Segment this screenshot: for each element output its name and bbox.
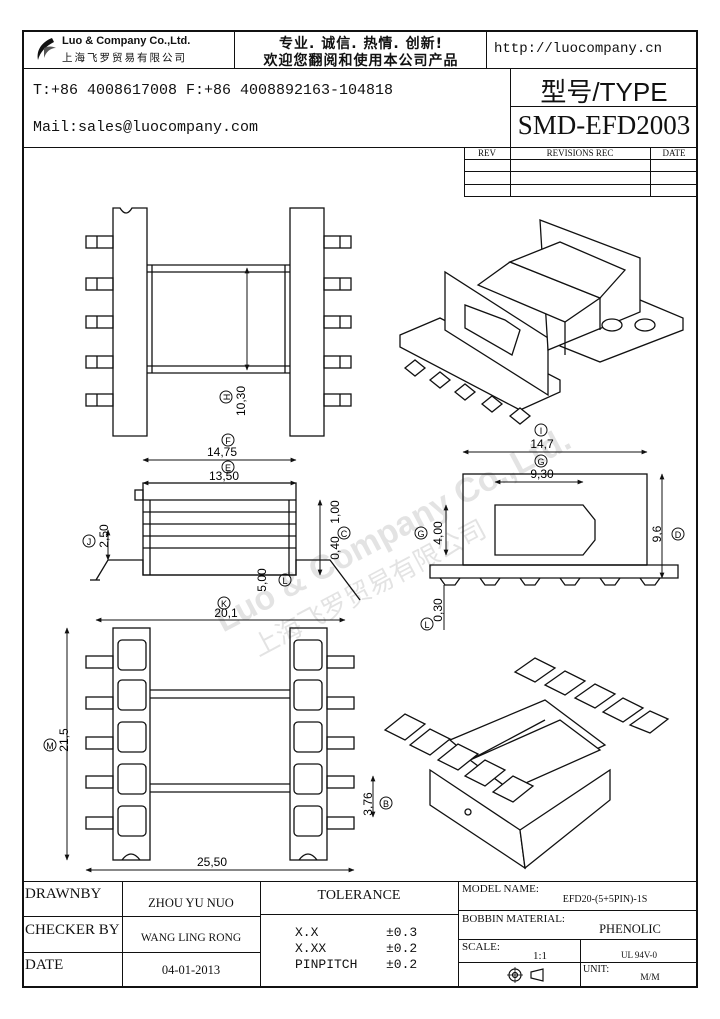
checker-label: CHECKER BY [25, 922, 120, 938]
callout-ll-circle [420, 617, 434, 631]
callout-b: B [383, 799, 389, 809]
company-name: Luo & Company Co.,Ltd. [62, 35, 191, 47]
dim-l: 5,00 [255, 568, 269, 592]
projection-symbol-icon [503, 965, 553, 985]
date-value: 04-01-2013 [161, 963, 221, 977]
tol-key-3: PINPITCH [295, 957, 358, 972]
dim-k: 20,1 [214, 606, 238, 620]
bobbin-material-label: BOBBIN MATERIAL: [462, 913, 565, 925]
scale-value: 1:1 [532, 950, 548, 962]
ul-rating: UL 94V-0 [620, 950, 658, 960]
date-label: DATE [25, 957, 64, 973]
dim-ll: 0,30 [431, 598, 445, 622]
callout-c: C [341, 529, 348, 539]
email-address[interactable]: Mail:sales@luocompany.com [33, 119, 259, 136]
rev-header: REV [478, 148, 496, 158]
technical-drawing: Luo & Company Co.,Ltd. 上海飞罗贸易有限公司 H 10,3… [43, 207, 685, 873]
dim-i: 14,7 [530, 437, 554, 451]
callout-c-circle [337, 526, 351, 540]
tol-val-2: ±0.2 [386, 941, 418, 956]
company-name-cn: 上海飞罗贸易有限公司 [62, 52, 187, 64]
slogan-line-1: 专业. 诚信. 热情. 创新! [279, 36, 443, 52]
callout-h-circle [219, 390, 233, 404]
callout-d: D [675, 530, 682, 540]
dim-c2: 1,00 [328, 500, 342, 524]
top-view [85, 207, 352, 437]
company-logo: Luo & Company Co.,Ltd. 上海飞罗贸易有限公司 [30, 34, 230, 64]
left-pins [85, 235, 114, 407]
tol-key-2: X.XX [295, 941, 327, 956]
callout-f-circle [221, 433, 235, 447]
callout-j: J [87, 537, 92, 547]
side-view [429, 473, 679, 586]
dim-c: 0,40 [328, 536, 342, 560]
type-label: 型号/TYPE [540, 77, 668, 107]
dim-f: 14,75 [207, 445, 237, 459]
iso-view-bottom [383, 657, 670, 870]
iso-pads-bottom-left [383, 713, 535, 803]
slogan-line-2: 欢迎您翻阅和使用本公司产品 [263, 53, 459, 69]
logo-swoosh-icon [37, 38, 56, 60]
callout-d-circle [671, 527, 685, 541]
callout-g: G [537, 457, 544, 467]
callout-e: E [225, 463, 231, 473]
date-header: DATE [662, 148, 686, 158]
bottom-view [85, 627, 355, 861]
bobbin-material-value: PHENOLIC [599, 922, 661, 936]
callout-ll: L [424, 620, 429, 630]
iso-pads-top-right [513, 657, 670, 734]
callout-l: L [282, 576, 287, 586]
model-code: SMD-EFD2003 [517, 110, 691, 140]
bottom-left-pads [117, 639, 147, 837]
unit-value: M/M [640, 973, 660, 983]
unit-label: UNIT: [583, 964, 610, 975]
revisions-header: REVISIONS REC [546, 148, 614, 158]
dim-m: 21,5 [57, 728, 71, 752]
dim-g: 9,30 [530, 467, 554, 481]
callout-h: H [222, 394, 232, 401]
iso-view-top [399, 219, 684, 425]
tol-val-3: ±0.2 [386, 957, 418, 972]
dim-d: 9,6 [650, 525, 664, 542]
callout-e-circle [221, 460, 235, 474]
dim-h: 10,30 [234, 386, 248, 416]
iso-pins-top [403, 359, 532, 425]
dim-gh: 4,00 [431, 521, 445, 545]
bottom-right-pins [326, 655, 355, 830]
drawn-by-label: DRAWNBY [25, 886, 102, 902]
callout-g2-circle [414, 526, 428, 540]
callout-g-circle [534, 454, 548, 468]
drawn-by-value: ZHOU YU NUO [148, 896, 234, 910]
callout-f: F [225, 436, 231, 446]
bottom-left-pins [85, 655, 114, 830]
checker-value: WANG LING RONG [140, 932, 242, 944]
drawing-frame [22, 30, 698, 988]
revisions-table: REV REVISIONS REC DATE [464, 147, 698, 197]
callout-k: K [221, 599, 227, 609]
bottom-right-pads [293, 639, 323, 837]
phone-fax: T:+86 4008617008 F:+86 4008892163-104818 [33, 82, 394, 99]
callout-l-circle [278, 573, 292, 587]
watermark-text: Luo & Company Co.,Ltd. [209, 420, 577, 640]
callout-k-circle [217, 596, 231, 610]
website-link[interactable]: http://luocompany.cn [494, 41, 663, 57]
callout-m: M [46, 741, 54, 751]
dim-b: 3,76 [361, 792, 375, 816]
scale-label: SCALE: [462, 941, 500, 953]
callout-b-circle [379, 796, 393, 810]
dim-e: 13,50 [209, 469, 239, 483]
callout-j-circle [82, 534, 96, 548]
tol-val-1: ±0.3 [386, 925, 418, 940]
right-pins [323, 235, 352, 407]
tolerance-label: TOLERANCE [317, 888, 401, 903]
callout-i: I [540, 426, 543, 436]
callout-g2: G [417, 529, 424, 539]
callout-i-circle [534, 423, 548, 437]
dim-a: 25,50 [197, 855, 227, 869]
model-name-value: EFD20-(5+5PIN)-1S [562, 894, 648, 905]
callout-m-circle [43, 738, 57, 752]
tol-key-1: X.X [295, 925, 319, 940]
dim-j: 2,50 [97, 524, 111, 548]
model-name-label: MODEL NAME: [462, 883, 539, 895]
